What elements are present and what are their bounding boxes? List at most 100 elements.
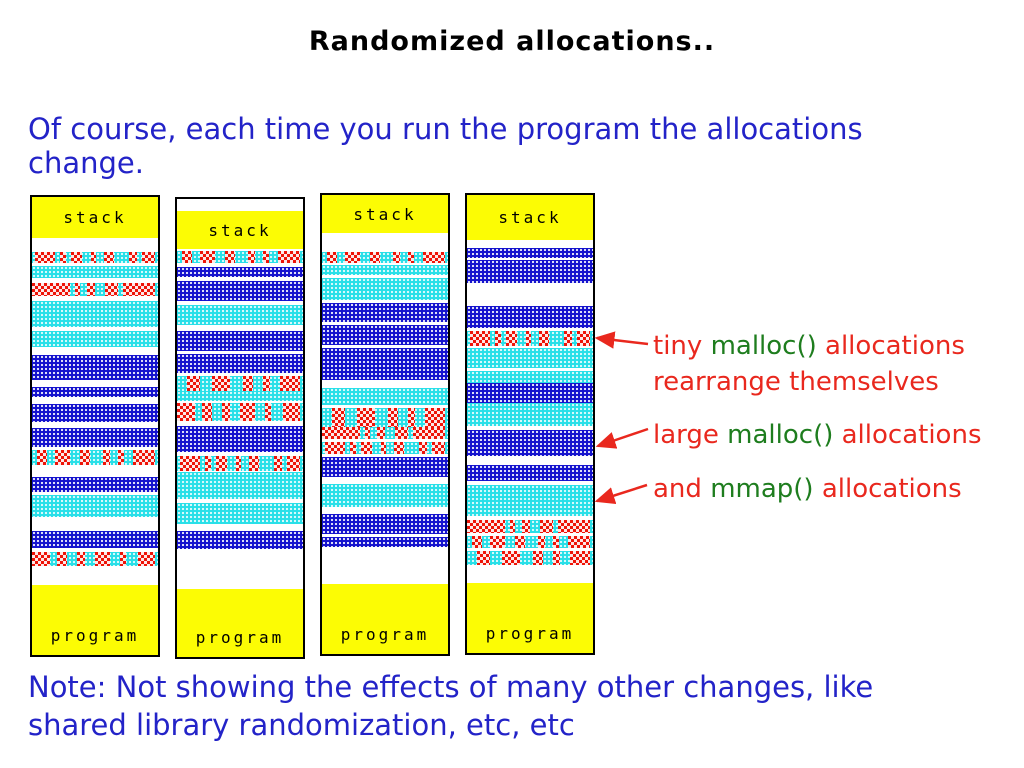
band-tiny xyxy=(32,283,158,296)
tiny-allocation-block xyxy=(489,536,505,548)
band-gap xyxy=(322,322,448,325)
tiny-allocation-block xyxy=(395,427,408,439)
stack-label: stack xyxy=(498,208,562,227)
tiny-allocation-block xyxy=(179,456,200,471)
annotation-text-red: allocations xyxy=(816,331,965,361)
band-blue xyxy=(322,457,448,477)
tiny-allocation-block xyxy=(120,552,127,566)
band-gap xyxy=(322,477,448,484)
tiny-allocation-block xyxy=(129,252,137,263)
tiny-allocation-block xyxy=(407,408,416,427)
tiny-allocation-block xyxy=(34,252,55,263)
tiny-allocation-block xyxy=(412,427,446,439)
tiny-allocation-block xyxy=(105,283,118,296)
band-gap xyxy=(177,249,303,251)
band-tiny xyxy=(467,536,593,548)
band-gap xyxy=(322,380,448,388)
tiny-allocation-block xyxy=(59,252,67,263)
tiny-allocation-block xyxy=(248,456,259,471)
tiny-allocation-block xyxy=(369,252,380,263)
annotation-text-red: allocations xyxy=(833,420,982,450)
tiny-allocation-block xyxy=(265,403,272,421)
band-blue xyxy=(322,303,448,322)
annotation-large-malloc: large malloc() allocations xyxy=(653,417,982,453)
tiny-allocation-block xyxy=(564,331,572,346)
band-tiny xyxy=(322,427,448,439)
program-label: program xyxy=(340,625,430,644)
memory-column-run-3: stack program xyxy=(320,193,450,656)
band-gap xyxy=(322,345,448,348)
subtitle-text: Of course, each time you run the program… xyxy=(28,112,863,180)
tiny-allocation-block xyxy=(87,283,95,296)
tiny-allocation-block xyxy=(552,551,561,565)
band-gap xyxy=(177,401,303,403)
band-gap xyxy=(32,380,158,387)
tiny-allocation-block xyxy=(387,408,398,427)
tiny-allocation-block xyxy=(79,450,90,465)
tiny-allocation-block xyxy=(538,331,549,346)
band-cyan xyxy=(322,388,448,405)
band-tiny xyxy=(467,520,593,533)
band-gap xyxy=(322,507,448,514)
tiny-allocation-block xyxy=(425,408,446,427)
program-label: program xyxy=(50,626,140,645)
tiny-allocation-block xyxy=(469,331,490,346)
band-blue xyxy=(177,426,303,452)
tiny-allocation-block xyxy=(199,251,215,263)
band-cyan xyxy=(177,391,303,401)
band-gap xyxy=(32,566,158,585)
tiny-allocation-block xyxy=(467,520,505,533)
band-gap xyxy=(467,456,593,465)
tiny-allocation-block xyxy=(240,403,256,421)
tiny-allocation-block xyxy=(324,442,345,454)
annotation-text-red: large xyxy=(653,420,728,450)
band-gap xyxy=(467,481,593,485)
tiny-allocation-block xyxy=(280,376,301,391)
tiny-allocation-block xyxy=(141,252,156,263)
band-gap xyxy=(467,533,593,536)
tiny-allocation-block xyxy=(477,551,490,565)
band-cyan xyxy=(467,485,593,516)
band-blue xyxy=(467,306,593,328)
stack-label: stack xyxy=(353,204,417,224)
tiny-allocation-block xyxy=(552,536,559,548)
tiny-allocation-block xyxy=(431,442,446,454)
band-gap xyxy=(322,547,448,584)
band-blue xyxy=(32,428,158,447)
tiny-allocation-block xyxy=(187,376,200,391)
tiny-allocation-block xyxy=(262,251,269,263)
tiny-allocation-block xyxy=(71,252,83,263)
band-gap xyxy=(177,351,303,354)
annotation-line: tiny malloc() allocations xyxy=(653,328,965,364)
band-cyan xyxy=(32,331,158,347)
band-blue xyxy=(322,325,448,345)
tiny-allocation-block xyxy=(522,520,530,533)
annotation-text-red: tiny xyxy=(653,331,711,361)
annotation-text-green: malloc() xyxy=(710,331,817,361)
tiny-allocation-block xyxy=(419,442,427,454)
tiny-allocation-block xyxy=(364,427,370,439)
band-gap xyxy=(177,199,303,211)
band-gap xyxy=(177,452,303,456)
band-gap xyxy=(177,549,303,589)
band-blue xyxy=(467,248,593,258)
band-tiny xyxy=(32,450,158,465)
band-gap xyxy=(322,233,448,252)
band-gap xyxy=(467,565,593,583)
annotation-text-green: malloc() xyxy=(727,420,834,450)
band-cyan xyxy=(322,265,448,275)
annotation-arrow-large-malloc xyxy=(595,427,649,449)
annotation-line: large malloc() allocations xyxy=(653,417,982,453)
band-blue xyxy=(467,430,593,456)
band-tiny xyxy=(32,552,158,566)
band-gap xyxy=(32,447,158,450)
tiny-allocation-block xyxy=(377,427,385,439)
band-blue xyxy=(467,383,593,403)
band-gap xyxy=(467,346,593,348)
band-blue xyxy=(32,404,158,422)
band-gap xyxy=(177,263,303,267)
program-label: program xyxy=(195,628,285,647)
tiny-allocation-block xyxy=(502,551,520,565)
